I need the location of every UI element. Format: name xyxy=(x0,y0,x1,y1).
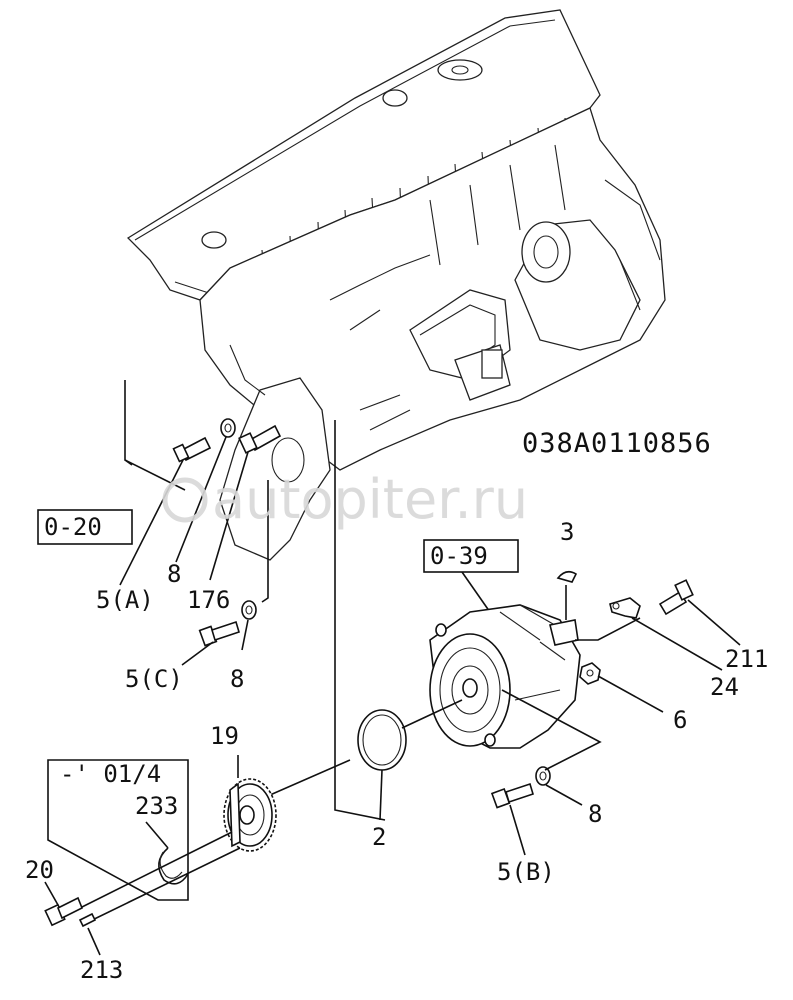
nut-6 xyxy=(579,662,601,685)
pump-drawing xyxy=(429,604,581,749)
label-5c: 5(C) xyxy=(125,665,183,693)
washer-8c xyxy=(241,600,257,620)
engine-block-drawing xyxy=(126,9,666,561)
label-20: 20 xyxy=(25,856,54,884)
label-2: 2 xyxy=(372,823,386,851)
washer-8b xyxy=(535,766,551,786)
pin-213 xyxy=(78,912,97,928)
label-8-right: 8 xyxy=(588,800,602,828)
bolt-5c xyxy=(198,620,240,647)
reference-box-0-39 xyxy=(423,539,519,573)
drawing-code: 038A0110856 xyxy=(522,428,712,459)
label-213: 213 xyxy=(80,956,123,984)
bolt-5a xyxy=(172,436,212,463)
label-24: 24 xyxy=(710,673,739,701)
label-5b: 5(B) xyxy=(497,858,555,886)
reference-0-39: 0-39 xyxy=(430,542,488,570)
label-8-upper: 8 xyxy=(167,560,181,588)
reference-box-0-20 xyxy=(37,509,133,545)
gear-drawing xyxy=(223,778,277,852)
serial-note-bracket xyxy=(47,759,189,901)
label-8-left: 8 xyxy=(230,665,244,693)
snap-ring-233 xyxy=(158,847,189,885)
label-3: 3 xyxy=(560,518,574,546)
label-176: 176 xyxy=(187,586,230,614)
o-ring-2 xyxy=(357,709,407,771)
reference-0-20: 0-20 xyxy=(44,513,102,541)
label-19: 19 xyxy=(210,722,239,750)
key-3 xyxy=(556,570,578,583)
bolt-176 xyxy=(238,424,282,454)
bolt-20 xyxy=(44,896,84,927)
label-233: 233 xyxy=(135,792,178,820)
label-211: 211 xyxy=(725,645,768,673)
bolt-211 xyxy=(658,579,694,616)
label-6: 6 xyxy=(673,706,687,734)
watermark: autopiter.ru xyxy=(162,468,528,531)
svg-text:autopiter.ru: autopiter.ru xyxy=(212,468,528,531)
serial-note: -' 01/4 xyxy=(60,760,161,788)
label-5a: 5(A) xyxy=(96,586,154,614)
bolt-5b xyxy=(490,782,534,809)
washer-8a xyxy=(220,418,236,438)
